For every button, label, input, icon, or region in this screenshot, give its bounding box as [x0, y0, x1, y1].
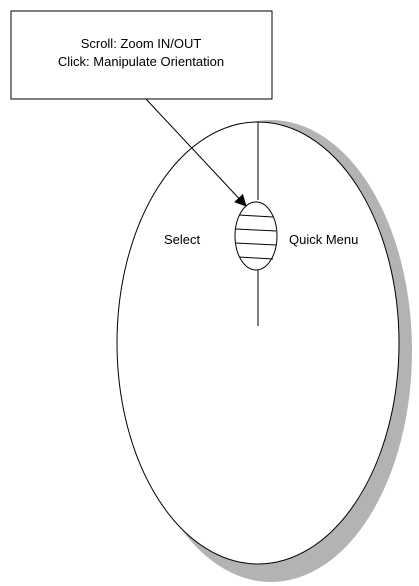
callout-line-2: Click: Manipulate Orientation	[58, 54, 224, 69]
scroll-wheel-outline	[234, 201, 278, 271]
callout-box	[10, 10, 273, 100]
scroll-wheel-ridge	[235, 242, 277, 246]
left-button-label: Select	[164, 232, 201, 247]
scroll-wheel[interactable]	[234, 201, 278, 271]
right-button-label: Quick Menu	[289, 232, 358, 247]
scroll-wheel-ridge	[238, 256, 274, 260]
scroll-wheel-ridge	[235, 228, 277, 232]
scroll-wheel-ridge	[238, 214, 274, 218]
callout-arrow	[145, 98, 247, 207]
callout-line-1: Scroll: Zoom IN/OUT	[81, 36, 202, 51]
